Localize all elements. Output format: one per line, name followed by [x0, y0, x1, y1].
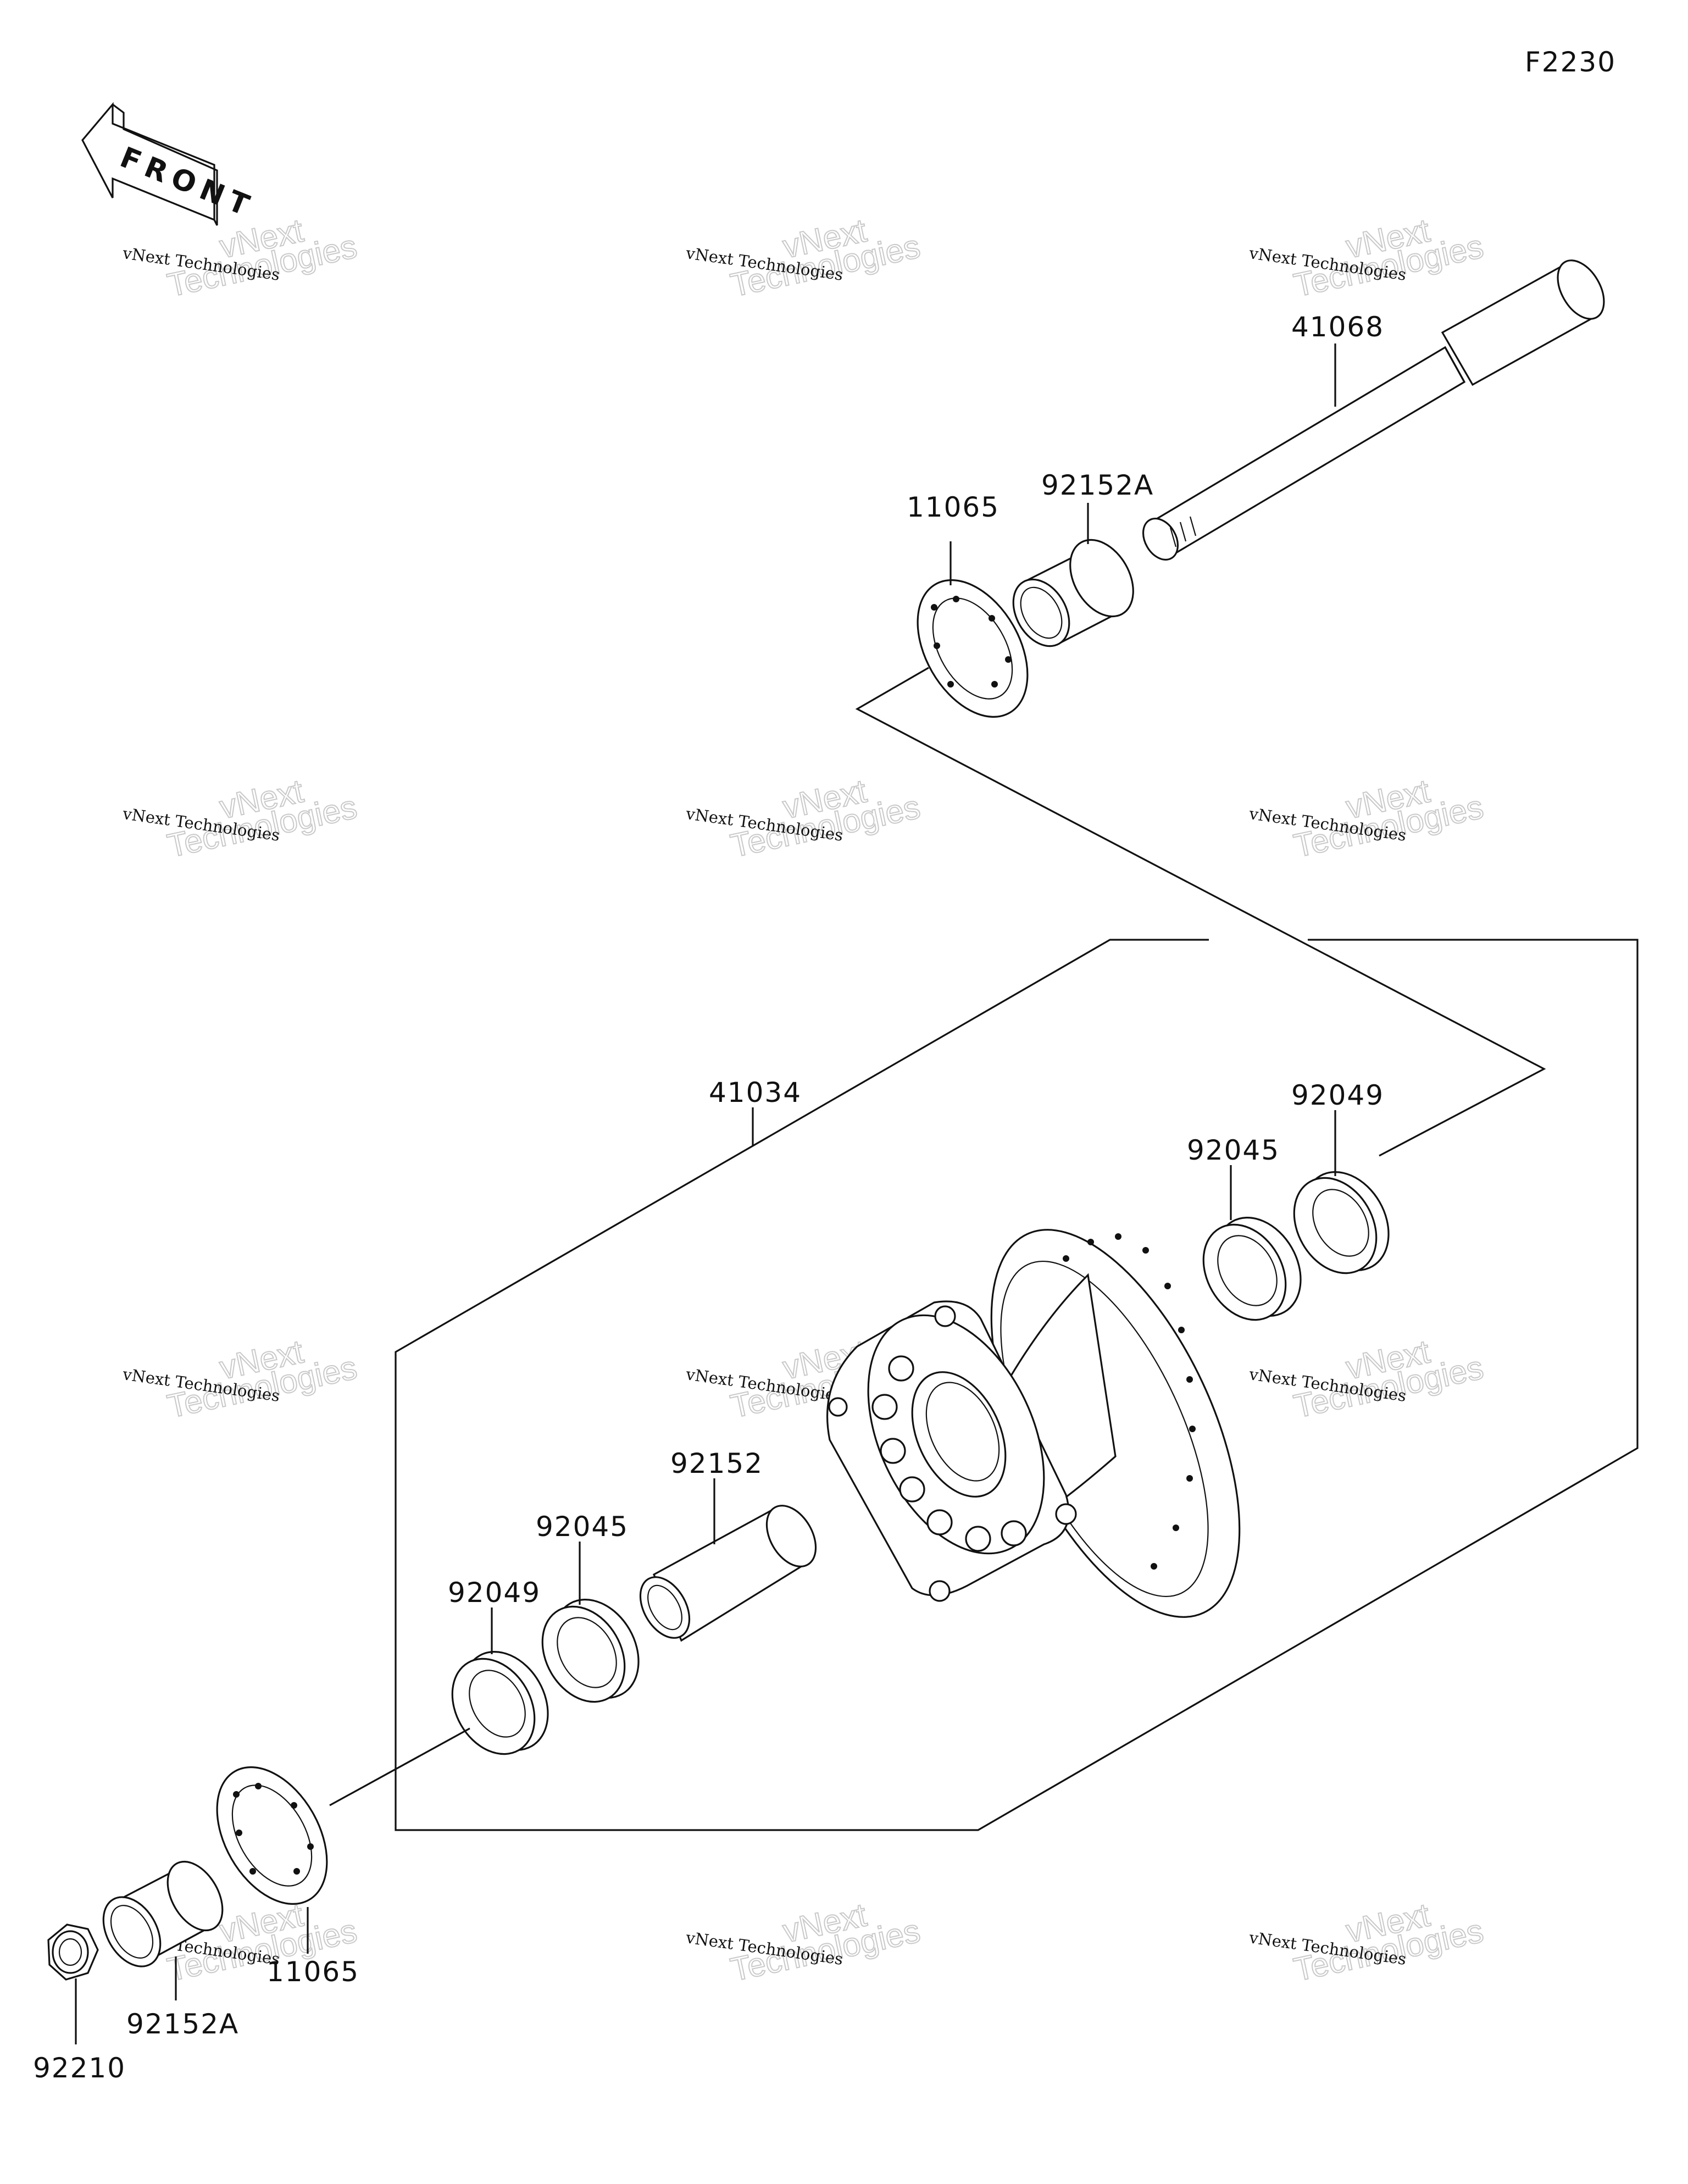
label-41034: 41034 [709, 1077, 802, 1108]
label-41068: 41068 [1291, 311, 1384, 343]
seal-92049-left [451, 1650, 549, 1755]
leader-seal-to-cover [329, 1727, 470, 1806]
label-92152a-top: 92152A [1041, 469, 1154, 501]
nut-92210 [47, 1924, 99, 1981]
collar-92152a-top [1012, 539, 1134, 647]
label-92152: 92152 [670, 1448, 763, 1479]
collar-92152a-bottom [102, 1860, 224, 1967]
label-92045-left: 92045 [536, 1511, 629, 1543]
label-92049-right: 92049 [1291, 1079, 1384, 1111]
figure-code: F2230 [1525, 46, 1616, 78]
bearing-92045-left [541, 1598, 640, 1703]
cover-11065-top [917, 579, 1029, 718]
cover-11065-bottom [216, 1766, 328, 1905]
axle-41068 [1142, 259, 1605, 561]
spacer-92152 [639, 1505, 817, 1642]
front-arrow-icon: FRONT [81, 102, 260, 226]
label-11065-bottom: 11065 [266, 1956, 359, 1988]
hub-41034 [826, 1229, 1241, 1618]
label-11065-top: 11065 [907, 491, 1000, 523]
leader-cover-to-seal [855, 667, 1546, 1157]
label-92152a-bottom: 92152A [126, 2008, 239, 2040]
bearing-92045-right [1202, 1216, 1302, 1321]
label-92210: 92210 [33, 2052, 126, 2084]
seal-92049-right [1293, 1171, 1390, 1274]
label-92049-left: 92049 [448, 1577, 541, 1609]
label-92045-right: 92045 [1187, 1134, 1280, 1166]
hub-bracket [395, 939, 1639, 1831]
